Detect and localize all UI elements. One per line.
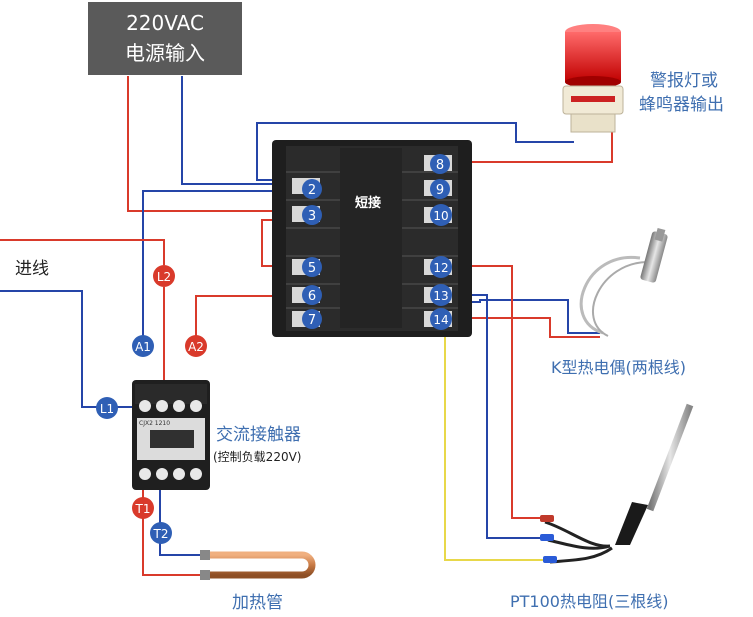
power-voltage: 220VAC [126, 11, 204, 35]
svg-text:A2: A2 [188, 340, 204, 354]
terminal-2: 2 [302, 179, 322, 199]
svg-text:T2: T2 [153, 527, 169, 541]
terminal-12: 12 [430, 256, 452, 278]
pt100-label: PT100热电阻(三根线) [510, 592, 669, 611]
terminal-13: 13 [430, 284, 452, 306]
svg-text:8: 8 [436, 158, 444, 173]
pt-red-wire [450, 265, 540, 519]
svg-text:CJX2 1210: CJX2 1210 [139, 420, 170, 427]
terminal-5: 5 [302, 257, 322, 277]
terminal-8: 8 [430, 154, 450, 174]
power-label: 电源输入 [125, 41, 205, 65]
terminal-9: 9 [430, 179, 450, 199]
pt-yellow-wire [444, 330, 545, 561]
contactor-title: 交流接触器 [216, 425, 301, 445]
svg-text:2: 2 [308, 183, 316, 198]
ac-contactor-icon: CJX2 1210 [132, 380, 210, 490]
contactor-tags: L2 A1 A2 L1 T1 T2 [96, 265, 207, 544]
tc-red-wire [450, 317, 600, 338]
terminal-7: 7 [302, 309, 322, 329]
svg-text:5: 5 [308, 261, 316, 276]
incoming-label: 进线 [15, 259, 49, 279]
thermocouple-label: K型热电偶(两根线) [551, 358, 686, 377]
terminal-10: 10 [430, 204, 452, 226]
svg-text:T1: T1 [135, 502, 151, 516]
power-input-box: 220VAC 电源输入 [88, 2, 242, 75]
svg-text:13: 13 [433, 289, 448, 303]
svg-text:L2: L2 [157, 270, 171, 284]
svg-text:L1: L1 [100, 402, 114, 416]
terminal-3: 3 [302, 205, 322, 225]
incoming-blue-wire [0, 290, 142, 408]
a2-red-wire [195, 295, 300, 338]
thermocouple-probe-icon [579, 227, 668, 337]
temperature-controller [272, 140, 472, 337]
contactor-subtitle: (控制负载220V) [213, 450, 302, 464]
svg-text:9: 9 [436, 183, 444, 198]
a1-blue-wire [142, 190, 300, 338]
svg-text:7: 7 [308, 313, 316, 328]
alarm-red-wire [450, 118, 613, 163]
tc-blue-wire [450, 299, 600, 334]
tag-t2: T2 [150, 522, 172, 544]
power-blue-wire [181, 76, 300, 185]
svg-text:12: 12 [433, 261, 448, 275]
svg-text:6: 6 [308, 289, 316, 304]
tag-a2: A2 [185, 335, 207, 357]
tag-l2: L2 [153, 265, 175, 287]
heater-label: 加热管 [232, 593, 283, 613]
tag-t1: T1 [132, 497, 154, 519]
terminal-6: 6 [302, 285, 322, 305]
pt100-probe-icon [540, 403, 694, 564]
svg-text:A1: A1 [135, 340, 151, 354]
alarm-blue-wire [256, 122, 574, 181]
tag-l1: L1 [96, 397, 118, 419]
heater-tube-icon [200, 550, 316, 580]
svg-text:10: 10 [433, 209, 448, 223]
power-red-wire [127, 76, 300, 212]
alarm-lamp-icon [562, 24, 624, 133]
alarm-label-line2: 蜂鸣器输出 [639, 95, 724, 115]
svg-text:3: 3 [308, 209, 316, 224]
terminal-14: 14 [430, 308, 452, 330]
svg-text:14: 14 [433, 313, 448, 327]
alarm-label-line1: 警报灯或 [650, 71, 718, 91]
incoming-red-wire [0, 239, 165, 265]
short-label: 短接 [355, 195, 381, 211]
tag-a1: A1 [132, 335, 154, 357]
terminal-markers: 2 3 5 6 7 8 9 10 12 13 14 [302, 154, 452, 330]
t2-blue-wire [159, 488, 208, 556]
